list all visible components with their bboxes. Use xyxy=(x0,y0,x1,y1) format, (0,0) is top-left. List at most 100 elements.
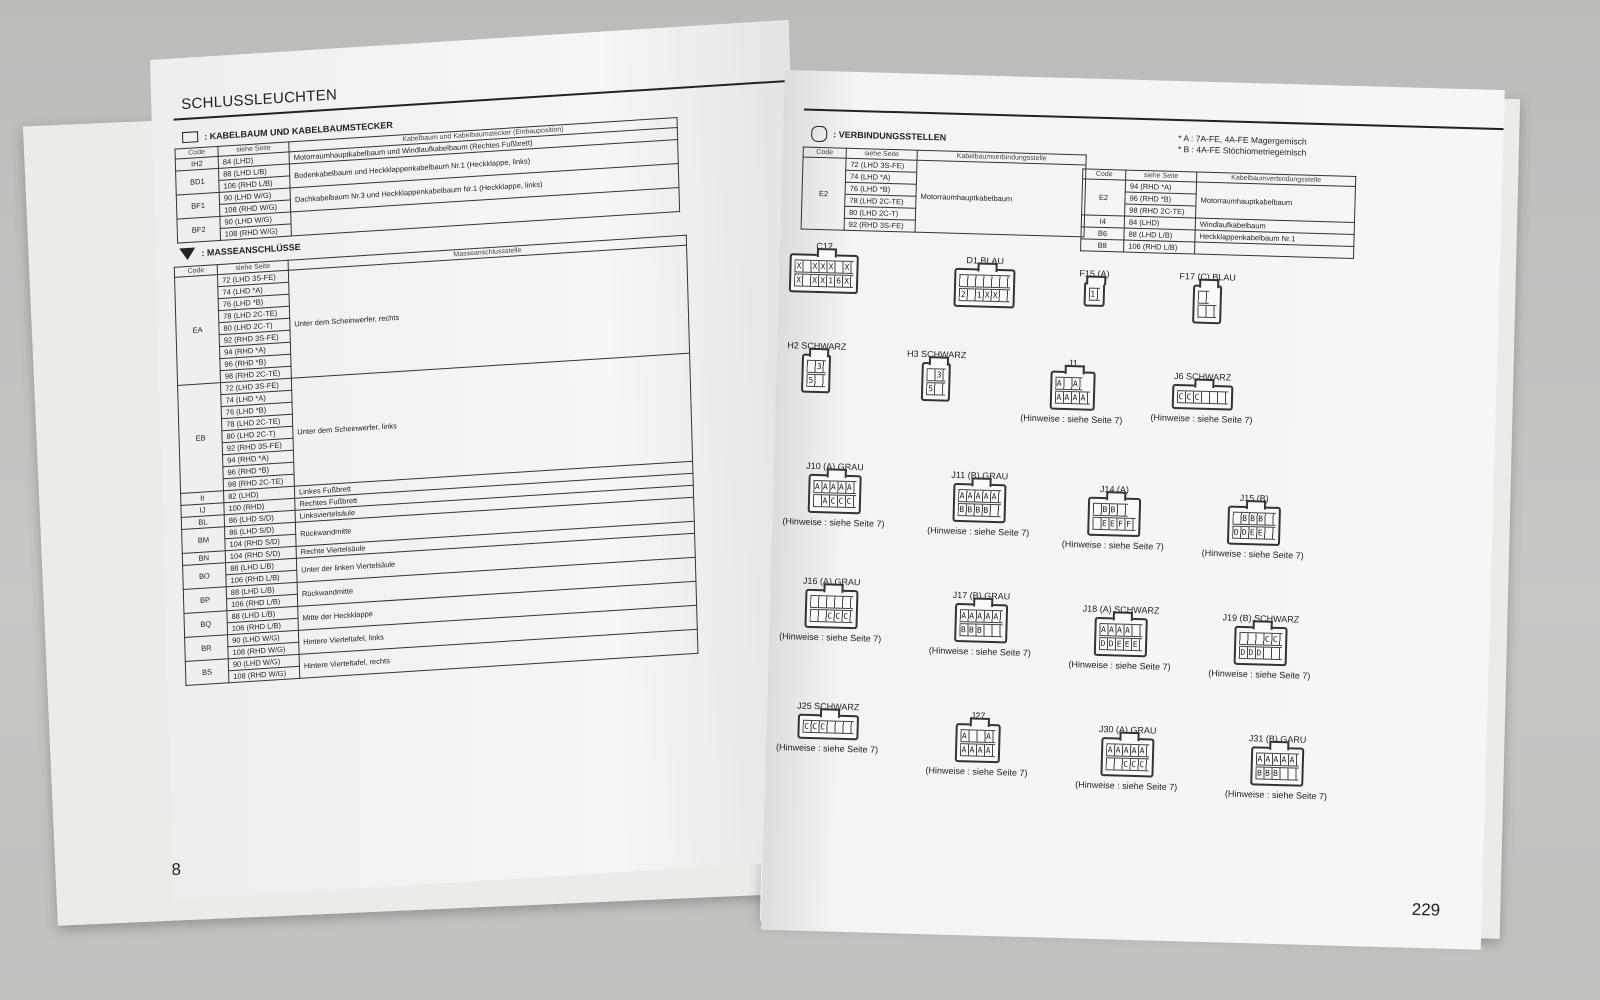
pin-row: CCC xyxy=(809,608,853,624)
ground-section-heading: : MASSEANSCHLÜSSE xyxy=(179,241,301,261)
connector-hint: (Hinweise : siehe Seite 7) xyxy=(1224,788,1328,802)
code-cell: BM xyxy=(181,526,226,554)
description-cell: Motorraumhauptkabelbaum xyxy=(1195,182,1356,223)
pin-row: A A xyxy=(959,729,996,744)
connector-body: CCC xyxy=(803,588,859,630)
connector-hint: (Hinweise : siehe Seite 7) xyxy=(1150,412,1253,426)
title-rule xyxy=(803,108,1504,131)
splice-section-heading: : VERBINDUNGSSTELLEN xyxy=(811,125,947,146)
code-cell: EB xyxy=(177,382,224,494)
code-cell: BO xyxy=(182,562,227,590)
pin-row: CCC xyxy=(1176,390,1228,405)
octagon-symbol-icon xyxy=(811,125,828,143)
page-ref-cell: 92 (RHD 3S-FE) xyxy=(844,218,916,233)
code-cell: E2 xyxy=(1081,178,1126,217)
code-cell: BF2 xyxy=(176,216,221,244)
pin-row: AAAA xyxy=(1054,390,1090,405)
pin-row: X XX16X xyxy=(793,273,854,288)
engine-notes: * A : 7A-FE, 4A-FE Magergemisch * B : 4A… xyxy=(1178,133,1307,159)
section-title: : MASSEANSCHLÜSSE xyxy=(201,241,301,259)
connector-body: CCC xyxy=(1171,383,1233,411)
connector-hint: (Hinweise : siehe Seite 7) xyxy=(1068,659,1171,672)
square-symbol-icon xyxy=(182,131,199,144)
connector-body xyxy=(1191,284,1222,325)
connector-hint: (Hinweise : siehe Seite 7) xyxy=(1075,779,1178,793)
page-ref-cell: 106 (RHD L/B) xyxy=(1123,240,1195,255)
pin-row: CCC xyxy=(1105,757,1149,772)
connector: J14 (A) BB EEFF(Hinweise : siehe Seite 7… xyxy=(1062,483,1166,552)
pin-row: CCC xyxy=(802,719,854,735)
connector-body: BB EEFF xyxy=(1086,496,1141,538)
page-number: 229 xyxy=(1411,899,1441,920)
pin-row: AAAAA xyxy=(957,488,1001,504)
connector-hint: (Hinweise : siehe Seite 7) xyxy=(927,525,1030,538)
pin-row: AAAAA xyxy=(959,609,1003,624)
pin-row: 2 1XX xyxy=(958,287,1010,303)
pin-row: BB xyxy=(1092,502,1128,517)
pin-row: 1 xyxy=(1088,287,1100,301)
connector-body: AAAA DDEEE xyxy=(1093,616,1148,658)
pin-row: 5 xyxy=(926,382,946,396)
pin-row: AAAA xyxy=(1098,622,1143,638)
pin-row: DDEEE xyxy=(1098,636,1142,652)
code-cell: BS xyxy=(185,658,229,686)
pin-row: EEFF xyxy=(1091,516,1136,531)
pin-row: 3 xyxy=(926,368,946,382)
connector: J15 (B) BBB DDEE (Hinweise : siehe Seite… xyxy=(1202,492,1306,561)
connector-hint: (Hinweise : siehe Seite 7) xyxy=(1020,412,1123,426)
triangle-symbol-icon xyxy=(179,247,196,261)
code-cell: BR xyxy=(184,634,229,662)
code-cell: BD1 xyxy=(175,168,220,196)
connector-body: 2 1XX xyxy=(953,267,1016,309)
connector: J16 (A) GRAU CCC(Hinweise : siehe Seite … xyxy=(779,575,883,644)
pin-row: AAAAA xyxy=(1105,743,1149,758)
pin-row: AAAAA xyxy=(812,479,857,495)
connector-hint: (Hinweise : siehe Seite 7) xyxy=(1201,547,1304,561)
connector: F15 (A)1 xyxy=(1079,268,1110,307)
connector-hint: (Hinweise : siehe Seite 7) xyxy=(925,765,1028,779)
connector-body: CCC xyxy=(796,713,859,741)
code-cell: EA xyxy=(174,274,221,386)
pin-row: BBBB xyxy=(957,502,1001,518)
pin-row: X XXX X xyxy=(794,259,854,274)
pin-row: 3 xyxy=(806,359,826,374)
note-b: * B : 4A-FE Stöchiometriegemisch xyxy=(1177,144,1307,158)
connector-body: 1 xyxy=(1083,281,1105,307)
pin-row: BBB xyxy=(1231,511,1276,526)
description-cell: Motorraumhauptkabelbaum xyxy=(915,160,1086,237)
code-cell: E2 xyxy=(801,157,847,231)
connector-body: AAAAA CCC xyxy=(1099,737,1154,778)
pin-row: ACCC xyxy=(812,493,856,509)
pin-row: AAAAA xyxy=(1255,752,1299,767)
code-cell: BF1 xyxy=(176,192,220,220)
pin-row: DDD xyxy=(1238,645,1282,661)
pin-row: BBB xyxy=(1254,766,1299,781)
pin-row: 5 xyxy=(806,373,826,388)
connector-hint: (Hinweise : siehe Seite 7) xyxy=(928,645,1032,659)
section-title: : VERBINDUNGSSTELLEN xyxy=(833,129,947,143)
connector: D1 BLAU 2 1XX xyxy=(953,255,1016,309)
right-page: : VERBINDUNGSSTELLEN * A : 7A-FE, 4A-FE … xyxy=(760,70,1505,950)
pin-row xyxy=(959,273,1011,289)
connector-hint: (Hinweise : siehe Seite 7) xyxy=(779,631,882,644)
connector-hint: (Hinweise : siehe Seite 7) xyxy=(1061,538,1165,552)
pin-row: DDEE xyxy=(1231,525,1275,540)
